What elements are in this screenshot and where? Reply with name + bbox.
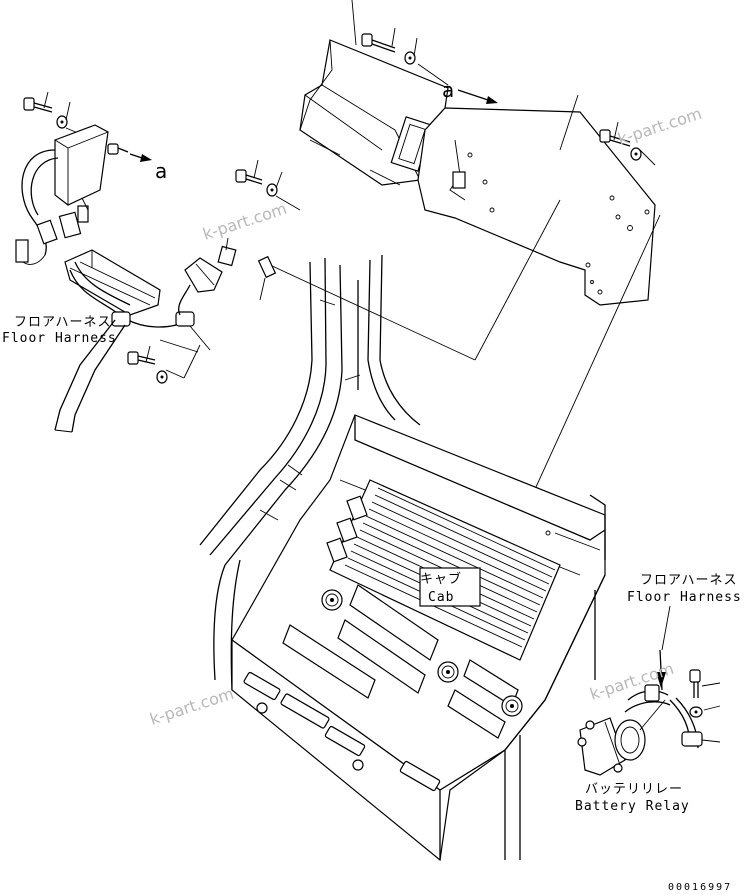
washer-icon: [689, 706, 703, 718]
watermark-text: k-part.com: [147, 684, 236, 729]
left-harness-assembly: a: [15, 91, 301, 433]
drain-icon: [437, 661, 459, 683]
screw-icon: [107, 143, 129, 155]
battery-relay-label: バッテリリレー Battery Relay: [575, 782, 690, 814]
relay-icon: [577, 717, 646, 776]
bolt-icon: [235, 169, 263, 185]
watermark-text: k-part.com: [615, 104, 704, 149]
reference-a-left: a: [155, 159, 167, 183]
washer-icon: [404, 51, 416, 65]
floor-mat: [329, 479, 561, 661]
cab-jp: キャブ: [420, 571, 462, 587]
washer-icon: [630, 147, 642, 161]
floor-harness-right-jp: フロアハーネス: [640, 573, 737, 588]
drain-icon: [321, 589, 343, 611]
washer-icon: [56, 115, 68, 129]
bolt-icon: [23, 97, 53, 113]
floor-harness-right-en: Floor Harness: [627, 590, 742, 605]
battery-relay-assembly: [577, 649, 721, 776]
bolt-icon: [689, 669, 701, 698]
bolt-icon: [599, 129, 631, 147]
washer-icon: [156, 370, 168, 384]
floor-harness-right-label: フロアハーネス Floor Harness: [627, 573, 742, 651]
bolt-icon: [127, 351, 156, 365]
cab-label: キャブ Cab: [420, 571, 462, 605]
watermark-text: k-part.com: [200, 199, 289, 244]
battery-relay-jp: バッテリリレー: [585, 782, 683, 797]
washer-icon: [266, 183, 278, 197]
controller-bracket-assembly: a: [269, 0, 661, 556]
cab-en: Cab: [428, 590, 454, 605]
cab-label-background: [419, 567, 481, 607]
part-number: 00016997: [668, 882, 732, 893]
bolt-icon: [361, 33, 396, 53]
floor-harness-left-en: Floor Harness: [2, 331, 117, 346]
cab-structure: [199, 254, 606, 862]
drain-icon: [501, 695, 523, 717]
floor-harness-left-jp: フロアハーネス: [14, 315, 111, 330]
battery-relay-en: Battery Relay: [575, 799, 690, 814]
reference-a-top: a: [442, 78, 454, 102]
floor-harness-left-label: フロアハーネス Floor Harness: [2, 315, 117, 346]
